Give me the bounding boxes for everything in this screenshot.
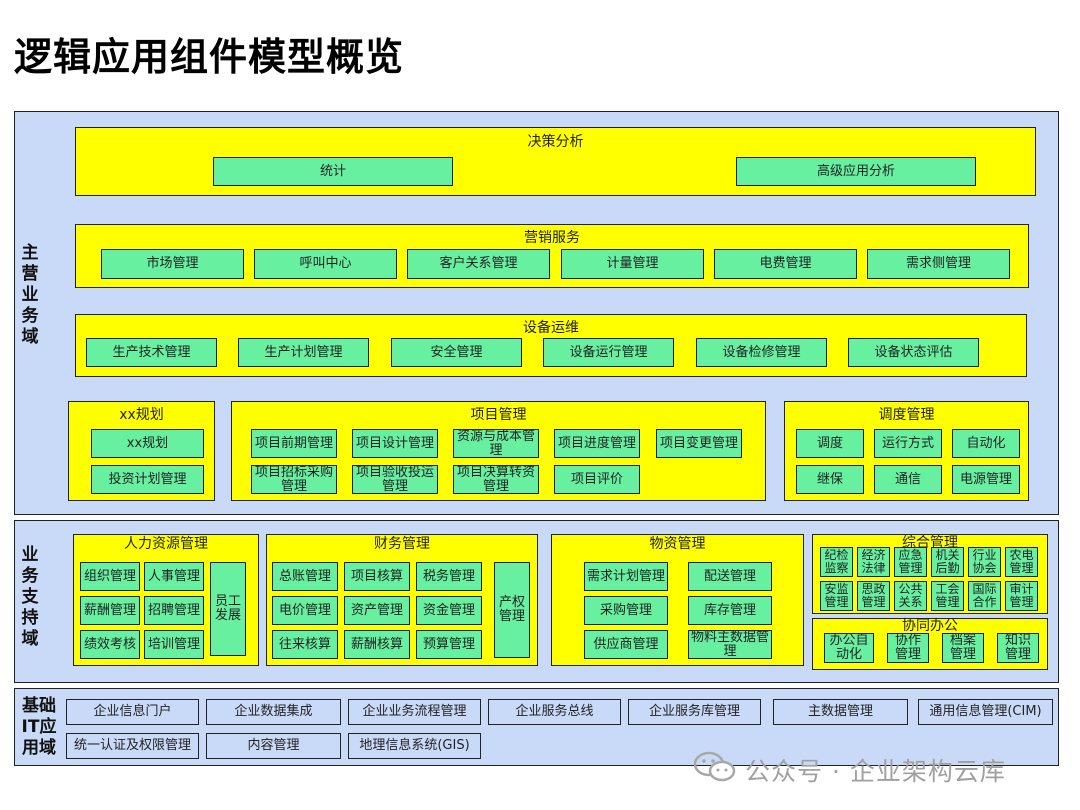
component-performance: 绩效考核 (80, 630, 140, 659)
dispatch-management-title: 调度管理 (878, 407, 935, 423)
component-service-repository: 企业服务库管理 (628, 699, 761, 725)
component-demand-plan: 需求计划管理 (584, 562, 668, 591)
component-organization: 组织管理 (80, 562, 140, 591)
component-project-final-accounts: 项目决算转资管理 (453, 465, 539, 494)
component-advanced-analytics: 高级应用分析 (736, 157, 976, 186)
component-public-relations: 公共关系 (894, 581, 927, 611)
component-communication: 通信 (874, 465, 942, 494)
component-safety: 安全管理 (391, 338, 522, 367)
component-office-automation: 办公自动化 (824, 633, 874, 663)
component-general-ledger: 总账管理 (272, 562, 338, 591)
component-recruitment: 招聘管理 (144, 596, 204, 625)
component-call-center: 呼叫中心 (254, 249, 397, 279)
component-property-rights: 产权管理 (494, 562, 530, 658)
component-project-schedule: 项目进度管理 (554, 429, 640, 458)
component-dispatch: 调度 (796, 429, 864, 458)
component-collaboration: 协作管理 (887, 633, 929, 663)
component-metering: 计量管理 (561, 249, 704, 279)
planning-title: xx规划 (119, 407, 164, 423)
component-economic-law: 经济法律 (857, 547, 890, 577)
component-industry-association: 行业协会 (968, 547, 1001, 577)
component-enterprise-service-bus: 企业服务总线 (488, 699, 621, 725)
component-unified-auth: 统一认证及权限管理 (66, 733, 199, 759)
decision-analysis-title: 决策分析 (527, 134, 584, 150)
equipment-om-title: 设备运维 (523, 320, 579, 336)
component-project-initiation: 项目前期管理 (251, 429, 337, 458)
component-assets: 资产管理 (344, 596, 410, 625)
component-audit: 审计管理 (1005, 581, 1038, 611)
component-project-accounting: 项目核算 (344, 562, 410, 591)
component-enterprise-portal: 企业信息门户 (66, 699, 199, 725)
component-automation: 自动化 (952, 429, 1020, 458)
component-distribution: 配送管理 (688, 562, 772, 591)
component-discipline-inspection: 纪检监察 (820, 547, 853, 577)
component-crm: 客户关系管理 (407, 249, 550, 279)
component-market: 市场管理 (101, 249, 244, 279)
material-management-title: 物资管理 (649, 536, 706, 552)
page-title: 逻辑应用组件模型概览 (14, 35, 405, 79)
base-domain-label: 基础IT应用域 (21, 696, 57, 758)
component-salary: 薪酬管理 (80, 596, 140, 625)
wechat-icon (693, 751, 736, 782)
component-production-tech: 生产技术管理 (86, 338, 217, 367)
component-project-evaluation: 项目评价 (554, 465, 640, 494)
main-domain-label: 主营业务域 (21, 243, 39, 347)
collaborative-office-title: 协同办公 (902, 618, 958, 634)
finance-management-title: 财务管理 (374, 536, 430, 552)
component-safety-supervision: 安监管理 (820, 581, 853, 611)
component-training: 培训管理 (144, 630, 204, 659)
component-statistics: 统计 (213, 157, 453, 186)
component-content-management: 内容管理 (206, 733, 341, 759)
component-tax: 税务管理 (416, 562, 482, 591)
component-inventory: 库存管理 (688, 596, 772, 625)
component-tariff: 电价管理 (272, 596, 338, 625)
marketing-service-title: 营销服务 (524, 230, 580, 246)
component-receivables: 往来核算 (272, 630, 338, 659)
component-equipment-operation: 设备运行管理 (543, 338, 674, 367)
watermark-text: 公众号 · 企业架构云库 (745, 757, 1006, 786)
component-xx-planning: xx规划 (91, 429, 204, 458)
component-master-data: 主数据管理 (773, 699, 908, 725)
component-labor-union: 工会管理 (931, 581, 964, 611)
component-archives: 档案管理 (942, 633, 984, 663)
component-budget: 预算管理 (416, 630, 482, 659)
component-personnel: 人事管理 (144, 562, 204, 591)
component-project-change: 项目变更管理 (656, 429, 742, 458)
hr-management-title: 人力资源管理 (124, 536, 208, 552)
component-procurement: 采购管理 (584, 596, 668, 625)
component-supplier: 供应商管理 (584, 630, 668, 659)
component-equipment-status: 设备状态评估 (848, 338, 979, 367)
component-billing: 电费管理 (714, 249, 857, 279)
component-payroll-accounting: 薪酬核算 (344, 630, 410, 659)
support-domain-label: 业务支持域 (21, 545, 39, 649)
component-production-plan: 生产计划管理 (238, 338, 369, 367)
component-rural-power: 农电管理 (1005, 547, 1038, 577)
component-staff-development: 员工发展 (210, 562, 246, 656)
component-emergency: 应急管理 (894, 547, 927, 577)
component-project-design: 项目设计管理 (352, 429, 438, 458)
component-knowledge: 知识管理 (997, 633, 1039, 663)
component-cim: 通用信息管理(CIM) (918, 699, 1053, 725)
component-operation-mode: 运行方式 (874, 429, 942, 458)
component-resource-cost: 资源与成本管理 (453, 429, 539, 458)
component-relay-protection: 继保 (796, 465, 864, 494)
component-funds: 资金管理 (416, 596, 482, 625)
component-project-bidding: 项目招标采购管理 (251, 465, 337, 494)
component-equipment-maintenance: 设备检修管理 (696, 338, 827, 367)
component-material-master-data: 物料主数据管理 (688, 630, 772, 659)
component-logistics: 机关后勤 (931, 547, 964, 577)
component-gis: 地理信息系统(GIS) (348, 733, 481, 759)
component-enterprise-data-integration: 企业数据集成 (206, 699, 341, 725)
component-power-management: 电源管理 (952, 465, 1020, 494)
component-project-acceptance: 项目验收投运管理 (352, 465, 438, 494)
component-investment-plan: 投资计划管理 (91, 465, 204, 494)
component-business-process: 企业业务流程管理 (348, 699, 481, 725)
project-management-title: 项目管理 (470, 407, 527, 423)
component-ideological-work: 思政管理 (857, 581, 890, 611)
component-international-cooperation: 国际合作 (968, 581, 1001, 611)
component-demand-side: 需求侧管理 (867, 249, 1010, 279)
